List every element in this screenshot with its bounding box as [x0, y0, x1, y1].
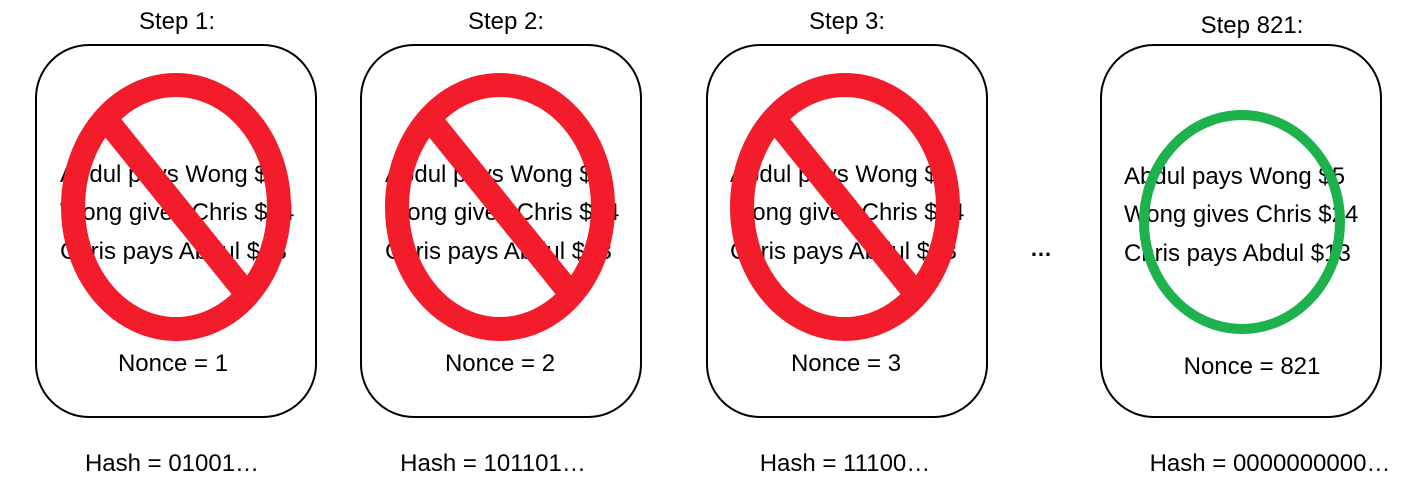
- step-3-hash: Hash = 11100…: [759, 450, 931, 477]
- step-2-hash: Hash = 101101…: [400, 450, 586, 477]
- step-821-transaction-2: Wong gives Chris $24: [1124, 201, 1359, 228]
- step-821-nonce: Nonce = 821: [1183, 353, 1321, 380]
- step-1-nonce: Nonce = 1: [117, 350, 229, 377]
- step-2-nonce: Nonce = 2: [444, 350, 556, 377]
- step-3-transaction-1: Abdul pays Wong $5: [730, 161, 952, 188]
- step-3-title: Step 3:: [808, 8, 886, 35]
- step-1-transaction-1: Abdul pays Wong $5: [60, 161, 282, 188]
- steps-ellipsis: …: [1030, 236, 1052, 261]
- step-821-hash: Hash = 0000000000…: [1149, 450, 1391, 477]
- step-1-transaction-2: Wong gives Chris $24: [60, 199, 295, 226]
- step-2-transaction-1: Abdul pays Wong $5: [385, 161, 607, 188]
- step-821-title: Step 821:: [1200, 12, 1304, 39]
- step-821-transaction-3: Chris pays Abdul $13: [1124, 240, 1351, 267]
- step-1-title: Step 1:: [138, 8, 216, 35]
- step-821-transaction-1: Abdul pays Wong $5: [1124, 163, 1346, 190]
- step-3-transaction-2: Wong gives Chris $24: [730, 199, 965, 226]
- step-1-hash: Hash = 01001…: [84, 450, 260, 477]
- step-2-transaction-3: Chris pays Abdul $13: [385, 238, 612, 265]
- step-2-transaction-2: Wong gives Chris $24: [385, 199, 620, 226]
- step-3-nonce: Nonce = 3: [790, 350, 902, 377]
- step-1-transaction-3: Chris pays Abdul $13: [60, 238, 287, 265]
- step-3-transaction-3: Chris pays Abdul $13: [730, 238, 957, 265]
- step-2-title: Step 2:: [467, 8, 545, 35]
